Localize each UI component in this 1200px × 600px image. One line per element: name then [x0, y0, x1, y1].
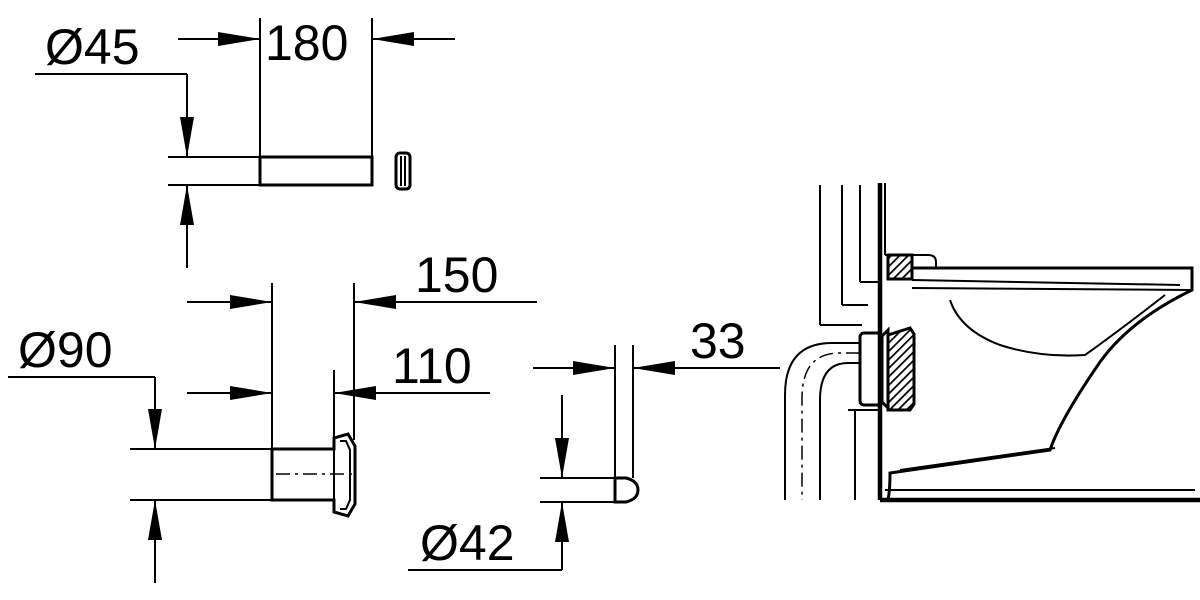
- installation-section: [784, 183, 1200, 503]
- dim-d45-label: Ø45: [45, 19, 140, 75]
- dim-150-label: 150: [415, 247, 498, 303]
- seal-ring: [394, 151, 412, 191]
- pipe-45-view: 180 Ø45: [35, 15, 455, 268]
- dim-110-label: 110: [392, 338, 472, 394]
- dim-d90-label: Ø90: [18, 322, 113, 378]
- dim-180-label: 180: [265, 15, 348, 71]
- dim-d42-label: Ø42: [420, 515, 515, 571]
- dim-33-label: 33: [690, 313, 746, 369]
- connector-90-view: 150 110 Ø90: [8, 247, 537, 583]
- pin-42-view: 33 Ø42: [408, 313, 780, 571]
